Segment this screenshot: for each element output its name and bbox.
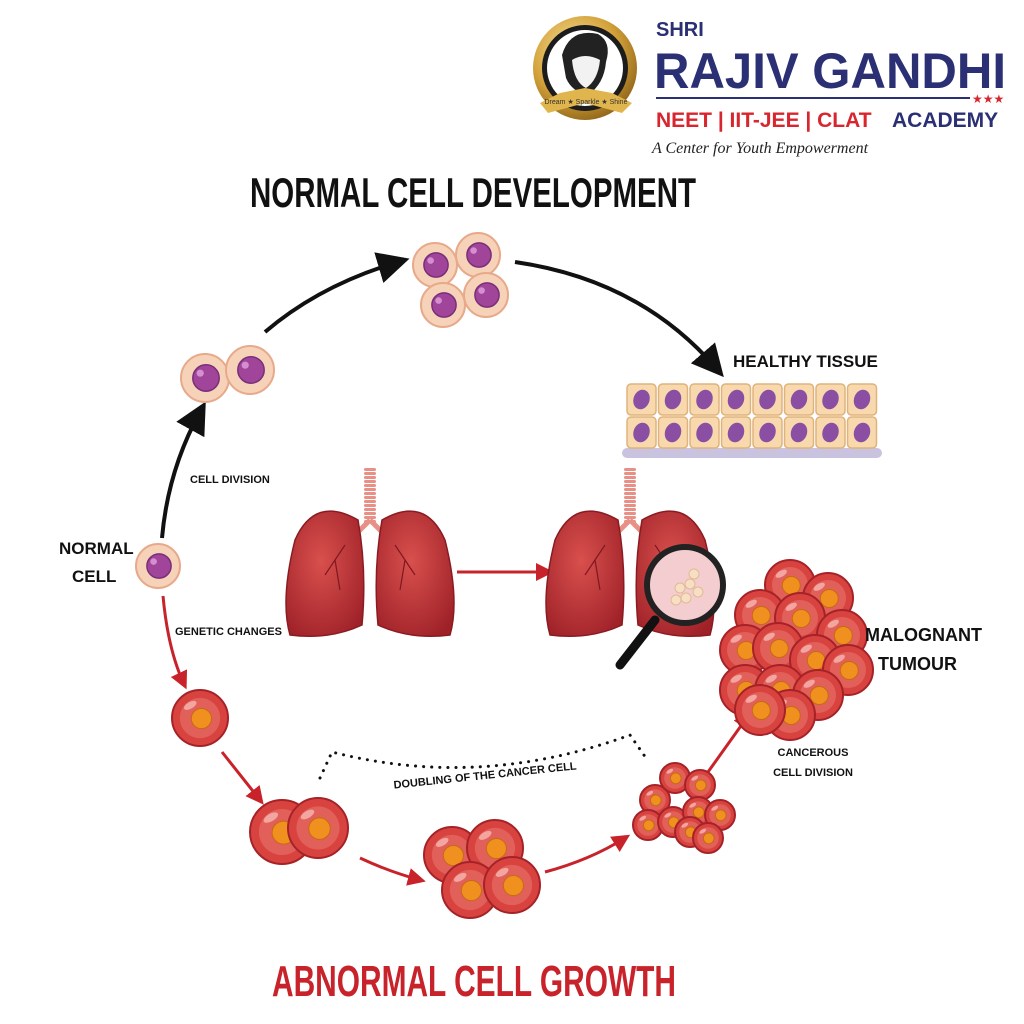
academy-logo: Dream ★ Sparkle ★ Shine SHRI RAJIV GANDH… (533, 16, 1006, 157)
magnifying-glass-icon (615, 544, 726, 670)
cancer-cell (632, 809, 664, 841)
tissue-cell (720, 416, 752, 449)
arrow-to-four-cancer (359, 856, 426, 886)
label-malignant-tumour-line2: TUMOUR (878, 654, 957, 674)
logo-prefix: SHRI (656, 19, 704, 41)
logo-tagline: A Center for Youth Empowerment (651, 140, 869, 157)
tissue-cell (752, 383, 783, 416)
divided-cell (412, 242, 458, 288)
tumour-cell (734, 684, 786, 736)
tissue-cell (752, 416, 783, 449)
cancer-cell (441, 861, 499, 919)
cancer-cell (692, 822, 724, 854)
label-malignant-tumour-line1: MALOGNANT (865, 625, 982, 645)
normal-development-arrows (160, 252, 724, 539)
tumour-cell (822, 644, 874, 696)
tissue-cell (689, 416, 720, 449)
dividing-cell (180, 353, 230, 403)
label-healthy-tissue: HEALTHY TISSUE (733, 352, 878, 371)
arrow-normal-to-two (160, 401, 206, 539)
cancer-cell (659, 762, 691, 794)
label-normal-cell-line2: CELL (72, 567, 116, 586)
arrow-genetic-change (161, 595, 188, 690)
label-cell-division: CELL DIVISION (190, 474, 270, 486)
seal-ribbon-text: Dream ★ Sparkle ★ Shine (545, 98, 628, 106)
tissue-cell (783, 383, 815, 416)
tissue-cell (815, 383, 846, 416)
tissue-cell (657, 416, 689, 449)
label-doubling: DOUBLING OF THE CANCER CELL (393, 760, 577, 791)
cancer-cell (483, 856, 541, 914)
tissue-cell (657, 383, 689, 416)
tissue-cell (626, 383, 657, 416)
logo-stars: ★★★ (972, 92, 1004, 106)
healthy-tissue (622, 383, 882, 458)
cancer-cell (287, 797, 349, 859)
tissue-cell (815, 416, 846, 449)
tissue-cell (626, 416, 657, 449)
divided-cell (463, 272, 509, 318)
label-cancerous-line2: CELL DIVISION (773, 767, 853, 779)
logo-academy: ACADEMY (892, 109, 998, 132)
divided-cell (455, 232, 501, 278)
arrow-two-to-four (263, 252, 410, 334)
arrow-to-two-cancer (220, 751, 264, 805)
seal-emblem: Dream ★ Sparkle ★ Shine (533, 16, 637, 120)
tissue-cell (846, 416, 878, 449)
title-abnormal-cell-growth: ABNORMAL CELL GROWTH (272, 957, 676, 1006)
tissue-cell (846, 383, 878, 416)
tumour-cell (789, 634, 841, 686)
lungs-healthy (285, 468, 455, 637)
doubling-bracket (318, 733, 648, 780)
title-normal-cell-development: NORMAL CELL DEVELOPMENT (250, 169, 696, 216)
tissue-cell (689, 383, 720, 416)
label-normal-cell-line1: NORMAL (59, 539, 134, 558)
normal-cell (135, 543, 181, 589)
arrow-to-cluster (544, 834, 631, 874)
tissue-cell (783, 416, 815, 449)
cancer-cell (684, 769, 716, 801)
label-genetic-changes: GENETIC CHANGES (175, 626, 282, 638)
cancer-cell (704, 799, 736, 831)
mutated-cell (171, 689, 229, 747)
dividing-cell (225, 345, 275, 395)
divided-cell (420, 282, 466, 328)
arrow-four-to-tissue (514, 260, 724, 378)
logo-courses: NEET | IIT-JEE | CLAT (656, 109, 872, 132)
label-cancerous-line1: CANCEROUS (778, 747, 849, 759)
tissue-cell (720, 383, 752, 416)
logo-name: RAJIV GANDHI (654, 43, 1006, 99)
